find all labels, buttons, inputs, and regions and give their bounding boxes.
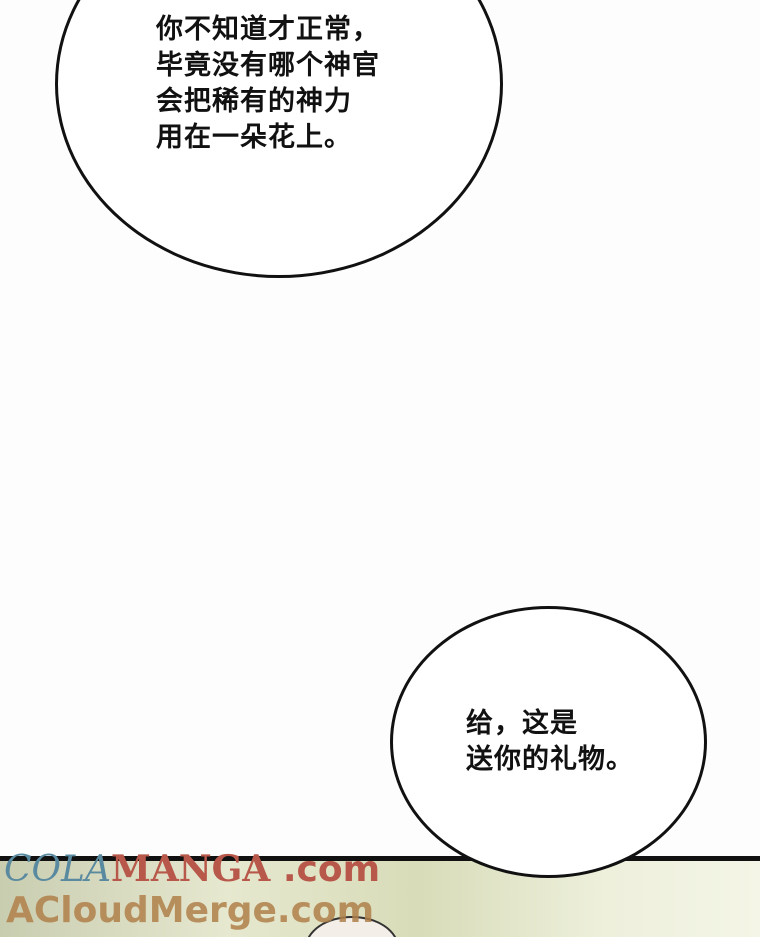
text-line: 用在一朵花上。 xyxy=(156,122,352,153)
watermark-acloudmerge: ACloudMerge.com xyxy=(6,890,375,931)
text-line: 你不知道才正常， xyxy=(156,14,380,45)
comic-panel xyxy=(0,856,760,937)
text-line: 给，这是 xyxy=(466,708,578,739)
text-line: 会把稀有的神力 xyxy=(156,86,352,117)
bubble-1-text: 你不知道才正常， 毕竟没有哪个神官 会把稀有的神力 用在一朵花上。 xyxy=(156,12,380,156)
text-line: 送你的礼物。 xyxy=(466,744,634,775)
watermark-colamanga: COLAMANGA .com xyxy=(4,848,381,890)
speech-bubble-2 xyxy=(390,606,707,878)
text-line: 毕竟没有哪个神官 xyxy=(156,50,380,81)
bubble-2-text: 给，这是 送你的礼物。 xyxy=(466,706,634,778)
